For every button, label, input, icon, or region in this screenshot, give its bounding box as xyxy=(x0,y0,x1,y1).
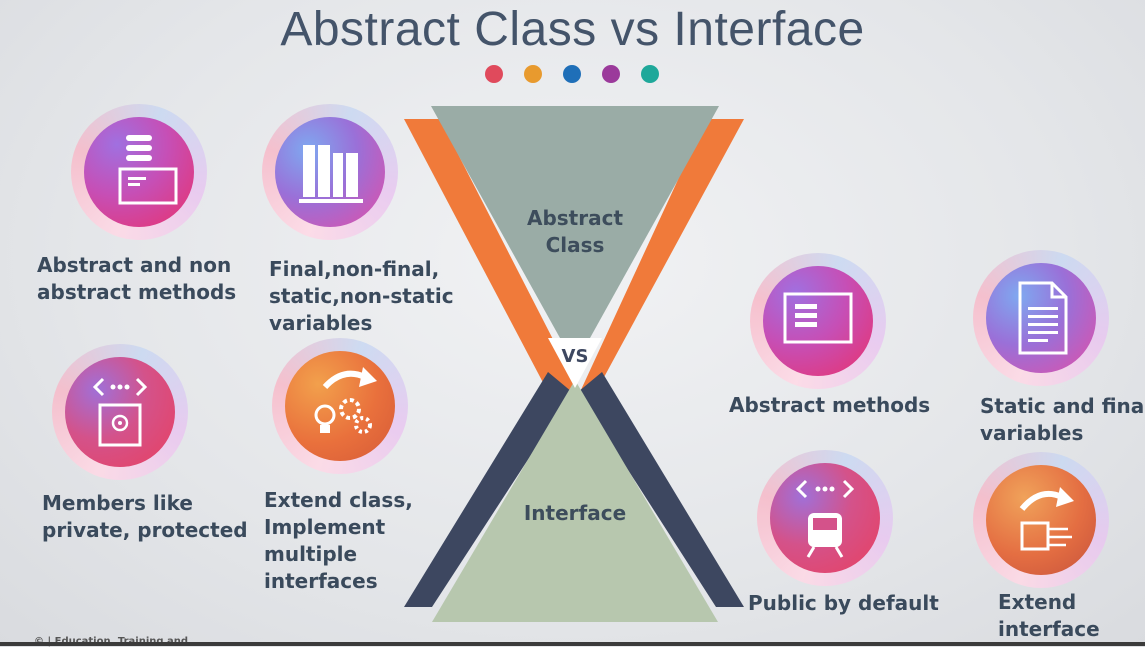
decorative-dots xyxy=(485,65,659,83)
top-triangle xyxy=(431,106,719,365)
page-title: Abstract Class vs Interface xyxy=(280,3,865,56)
train-code-icon xyxy=(795,479,855,558)
bottom-bar xyxy=(0,642,1145,646)
abstract-class-heading: Abstract Class xyxy=(526,206,624,257)
feature-label-variables: Final,non-final, static,non-static varia… xyxy=(269,257,454,335)
feature-circle-abstract-only xyxy=(750,253,886,389)
feature-circle-extend-interface xyxy=(973,452,1109,588)
feature-circle-members xyxy=(52,344,188,480)
lightbulb-gears-icon xyxy=(314,367,377,434)
bottom-border-right xyxy=(578,372,744,607)
feature-label-abstract-non-abstract: Abstract and non abstract methods xyxy=(37,253,237,304)
feature-label-static-final: Static and final variables xyxy=(980,394,1145,445)
interface-heading: Interface xyxy=(523,501,627,525)
feature-circle-extend-implement xyxy=(272,338,408,474)
dot-red xyxy=(485,65,503,83)
document-icon xyxy=(1018,281,1068,355)
feature-circle-static-final xyxy=(973,250,1109,386)
dot-teal xyxy=(641,65,659,83)
vs-triangle xyxy=(548,338,602,388)
top-border-left xyxy=(404,119,580,392)
dot-orange xyxy=(524,65,542,83)
circuit-arrow-icon xyxy=(1019,487,1074,551)
feature-circle-abstract-methods xyxy=(71,104,207,240)
safe-code-icon xyxy=(92,377,148,447)
bottom-triangle xyxy=(432,380,718,622)
feature-label-extend-interface: Extend interface xyxy=(998,590,1100,641)
footer-text: © | Education, Training and xyxy=(34,636,188,647)
feature-label-extend-implement: Extend class, Implement multiple interfa… xyxy=(264,488,413,593)
library-books-icon xyxy=(299,145,363,203)
feature-label-public-default: Public by default xyxy=(748,591,939,615)
dot-blue xyxy=(563,65,581,83)
feature-circle-variables xyxy=(262,104,398,240)
feature-label-members: Members like private, protected xyxy=(42,491,248,542)
vs-label: VS xyxy=(561,346,589,367)
bottom-border-left xyxy=(404,372,572,607)
top-border-right xyxy=(580,119,744,392)
window-list-icon xyxy=(783,292,853,344)
document-window-icon xyxy=(118,135,178,205)
feature-label-abstract-methods: Abstract methods xyxy=(729,393,931,417)
dot-purple xyxy=(602,65,620,83)
feature-circle-public xyxy=(757,450,893,586)
